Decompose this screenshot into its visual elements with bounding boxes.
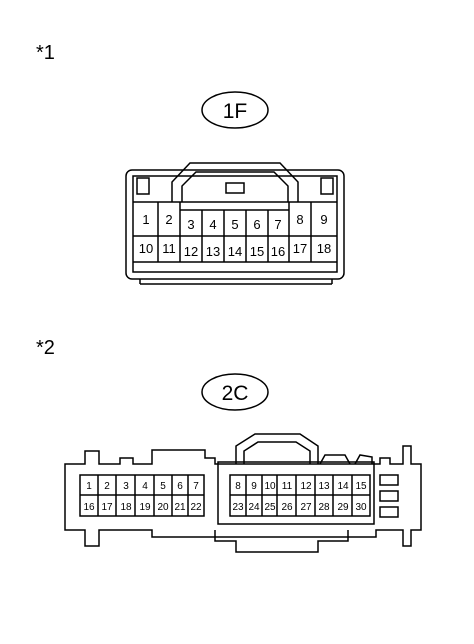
connector-2c-pin-14: 14 xyxy=(337,481,349,492)
connector-2c-pin-27: 27 xyxy=(300,502,312,513)
connector-1f-pin-5: 5 xyxy=(231,217,238,232)
connector-2c-pin-21: 21 xyxy=(174,502,186,513)
connector-2c-body xyxy=(64,433,422,553)
connector-2c-pin-12: 12 xyxy=(300,481,312,492)
diagram1-marker: *1 xyxy=(36,42,55,64)
connector-2c-pin-30: 30 xyxy=(355,502,367,513)
connector-1f-pin-11: 11 xyxy=(162,241,176,256)
connector-2c-pin-13: 13 xyxy=(318,481,330,492)
connector-1f-pin-2: 2 xyxy=(165,212,172,227)
connector-2c-pin-7: 7 xyxy=(193,481,199,492)
connector-2c-pin-16: 16 xyxy=(83,502,95,513)
connector-1f-pin-6: 6 xyxy=(253,217,260,232)
connector-2c-pin-24: 24 xyxy=(248,502,260,513)
connector-2c-label-oval xyxy=(201,373,269,411)
connector-1f-pin-15: 15 xyxy=(250,244,264,259)
connector-2c-pin-8: 8 xyxy=(235,481,241,492)
connector-1f-pin-12: 12 xyxy=(184,244,198,259)
connector-1f-pin-7: 7 xyxy=(274,217,281,232)
connector-1f-pin-3: 3 xyxy=(187,217,194,232)
connector-1f-pin-9: 9 xyxy=(320,212,327,227)
connector-2c-id: 2C xyxy=(222,382,249,405)
connector-2c-pin-5: 5 xyxy=(160,481,166,492)
connector-2c-pin-26: 26 xyxy=(281,502,293,513)
connector-2c-pin-9: 9 xyxy=(251,481,257,492)
connector-1f-pin-13: 13 xyxy=(206,244,220,259)
connector-1f-label-oval xyxy=(201,91,269,129)
connector-2c-pin-1: 1 xyxy=(86,481,92,492)
connector-2c-pin-23: 23 xyxy=(232,502,244,513)
connector-1f-pin-18: 18 xyxy=(317,241,331,256)
connector-2c-pin-11: 11 xyxy=(282,481,293,492)
connector-2c-pin-17: 17 xyxy=(101,502,113,513)
connector-2c-pin-22: 22 xyxy=(190,502,202,513)
connector-2c-pin-10: 10 xyxy=(264,481,276,492)
connector-2c-pin-20: 20 xyxy=(157,502,169,513)
connector-1f-pin-8: 8 xyxy=(296,212,303,227)
connector-2c-pin-3: 3 xyxy=(123,481,129,492)
connector-2c-pin-25: 25 xyxy=(264,502,276,513)
connector-1f-pin-17: 17 xyxy=(293,241,307,256)
connector-1f-pin-10: 10 xyxy=(139,241,153,256)
connector-2c-pin-2: 2 xyxy=(104,481,110,492)
connector-1f-id: 1F xyxy=(223,100,248,123)
connector-2c-pin-19: 19 xyxy=(139,502,151,513)
connector-2c-pin-28: 28 xyxy=(318,502,330,513)
connector-1f-pin-16: 16 xyxy=(271,244,285,259)
connector-2c-pin-29: 29 xyxy=(337,502,349,513)
connector-1f-pin-1: 1 xyxy=(142,212,149,227)
diagram2-marker: *2 xyxy=(36,337,55,359)
connector-1f-body xyxy=(125,162,345,285)
connector-1f-pin-14: 14 xyxy=(228,244,242,259)
connector-2c-pin-15: 15 xyxy=(355,481,367,492)
connector-1f-pin-4: 4 xyxy=(209,217,216,232)
connector-2c-pin-18: 18 xyxy=(120,502,132,513)
connector-2c-pin-4: 4 xyxy=(142,481,148,492)
connector-2c-pin-6: 6 xyxy=(177,481,183,492)
